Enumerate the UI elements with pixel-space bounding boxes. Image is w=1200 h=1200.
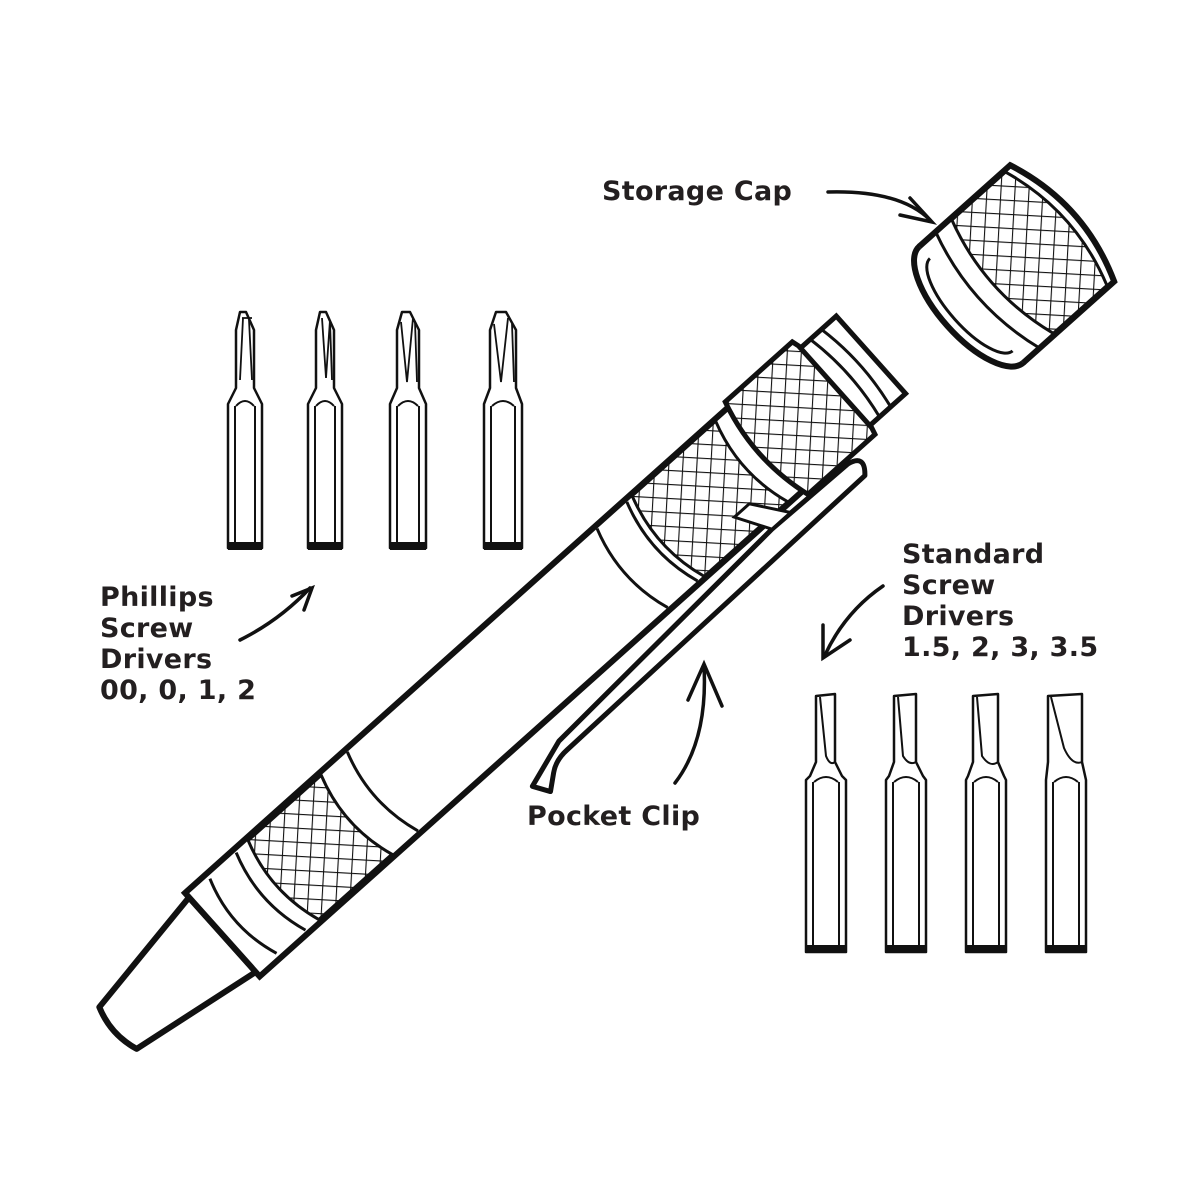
upper-knurl-grip: [630, 418, 791, 579]
storage-cap-label: Storage Cap: [602, 176, 793, 207]
standard-label-line-2: Screw: [902, 570, 996, 601]
pen-tip: [96, 894, 259, 1052]
phillips-label-line-3: Drivers: [100, 644, 213, 675]
phillips-bit-1: [388, 310, 428, 550]
pocket-clip-arrow-icon: [673, 659, 724, 785]
standard-label-line-4: 1.5, 2, 3, 3.5: [902, 632, 1099, 663]
standard-bits: [804, 692, 1088, 954]
phillips-bit-2: [482, 310, 524, 550]
standard-bit-3: [964, 692, 1008, 954]
standard-arrow-icon: [821, 584, 885, 662]
standard-bit-2: [884, 692, 928, 954]
phillips-arrow-icon: [238, 584, 315, 642]
phillips-bit-00: [226, 310, 264, 550]
pocket-clip: [529, 458, 868, 795]
standard-bit-3.5: [1044, 692, 1088, 954]
pocket-clip-label: Pocket Clip: [527, 801, 701, 832]
phillips-bit-0: [306, 310, 344, 550]
standard-label: Standard Screw Drivers 1.5, 2, 3, 3.5: [902, 539, 1098, 663]
cap-knurl: [950, 170, 1109, 336]
standard-label-line-1: Standard: [902, 539, 1045, 570]
thread: [796, 312, 910, 430]
screwdriver-pen: [96, 312, 910, 1052]
phillips-label-line-2: Screw: [100, 613, 194, 644]
phillips-label-line-1: Phillips: [100, 582, 214, 613]
phillips-label-line-4: 00, 0, 1, 2: [100, 675, 257, 706]
lower-knurl-grip: [246, 772, 395, 922]
storage-cap-arrow-icon: [826, 190, 938, 225]
phillips-label: Phillips Screw Drivers 00, 0, 1, 2: [100, 582, 256, 706]
standard-label-line-3: Drivers: [902, 601, 1015, 632]
storage-cap: [911, 161, 1118, 370]
phillips-bits: [226, 310, 524, 550]
standard-bit-1.5: [804, 692, 848, 954]
